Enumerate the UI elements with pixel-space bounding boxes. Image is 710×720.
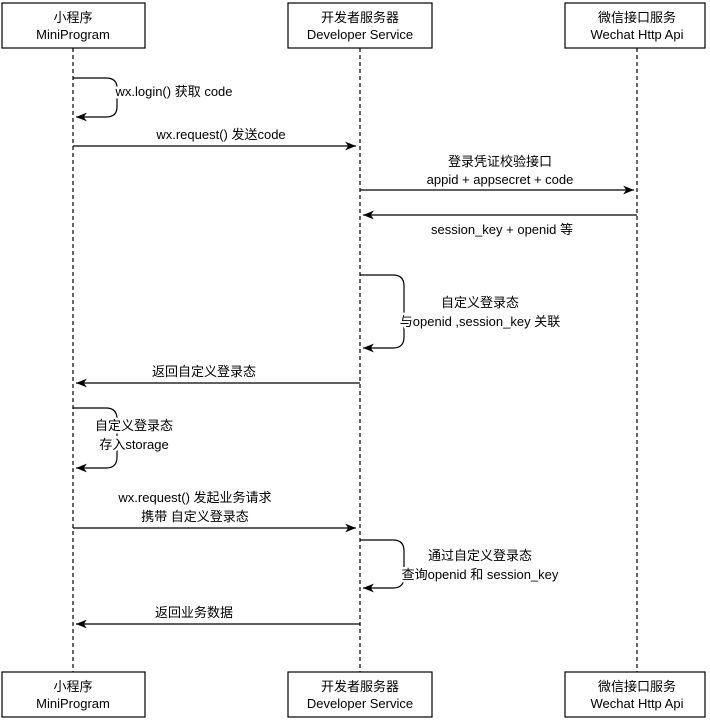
message-label-line: 存入storage [99, 437, 168, 452]
message-label-line: 与openid ,session_key 关联 [400, 314, 560, 329]
message-label-line: 返回业务数据 [155, 605, 233, 620]
participant-name-en: Developer Service [307, 696, 413, 711]
participant-box [287, 671, 433, 718]
participant-name-en: Wechat Http Api [591, 27, 684, 42]
message-3: 登录凭证校验接口 appid + appsecret + code [360, 152, 634, 195]
participant-wechat-api-top: 微信接口服务 Wechat Http Api [564, 2, 706, 49]
message-6: 返回自定义登录态 [76, 362, 360, 388]
participant-box [1, 2, 146, 49]
participant-name-zh: 开发者服务器 [321, 679, 399, 694]
message-4: session_key + openid 等 [363, 210, 637, 240]
message-label-line: 自定义登录态 [441, 295, 519, 310]
message-2: wx.request() 发送code [73, 125, 356, 151]
participant-box [564, 2, 706, 49]
participant-miniprogram-bottom: 小程序 MiniProgram [1, 671, 146, 718]
self-message-arrow [73, 77, 118, 122]
participant-developer-service-top: 开发者服务器 Developer Service [287, 2, 433, 49]
message-10: 返回业务数据 [76, 603, 360, 629]
message-label-line: appid + appsecret + code [427, 172, 574, 187]
message-label-line: session_key + openid 等 [431, 222, 573, 237]
participant-name-en: MiniProgram [36, 696, 110, 711]
message-9: 通过自定义登录态 查询openid 和 session_key [360, 539, 561, 593]
participant-box [287, 2, 433, 49]
message-5: 自定义登录态 与openid ,session_key 关联 [360, 274, 563, 353]
self-message-arrow [360, 274, 405, 353]
participant-name-zh: 微信接口服务 [598, 679, 676, 694]
participant-box [564, 671, 706, 718]
participant-wechat-api-bottom: 微信接口服务 Wechat Http Api [564, 671, 706, 718]
message-label-line: 查询openid 和 session_key [402, 567, 559, 582]
participant-name-en: MiniProgram [36, 27, 110, 42]
message-label-line: wx.request() 发送code [155, 127, 285, 142]
self-message-arrow [360, 539, 405, 593]
participant-miniprogram-top: 小程序 MiniProgram [1, 2, 146, 49]
participant-box [1, 671, 146, 718]
message-7: 自定义登录态 存入storage [73, 407, 176, 473]
message-1: wx.login() 获取 code [73, 77, 235, 122]
participant-name-zh: 小程序 [53, 10, 92, 25]
participant-name-zh: 微信接口服务 [598, 10, 676, 25]
message-label-line: 通过自定义登录态 [428, 548, 532, 563]
participant-developer-service-bottom: 开发者服务器 Developer Service [287, 671, 433, 718]
message-label-line: 登录凭证校验接口 [448, 154, 552, 169]
message-8: wx.request() 发起业务请求 携带 自定义登录态 [73, 488, 356, 533]
participant-name-en: Wechat Http Api [591, 696, 684, 711]
participant-name-zh: 小程序 [53, 679, 92, 694]
message-label-line: wx.login() 获取 code [114, 84, 232, 99]
message-label-line: 返回自定义登录态 [152, 364, 256, 379]
participant-name-en: Developer Service [307, 27, 413, 42]
message-label-line: wx.request() 发起业务请求 [117, 490, 271, 505]
self-message-arrow [73, 407, 118, 473]
participant-name-zh: 开发者服务器 [321, 10, 399, 25]
message-label-line: 自定义登录态 [95, 418, 173, 433]
message-label-line: 携带 自定义登录态 [141, 509, 249, 524]
